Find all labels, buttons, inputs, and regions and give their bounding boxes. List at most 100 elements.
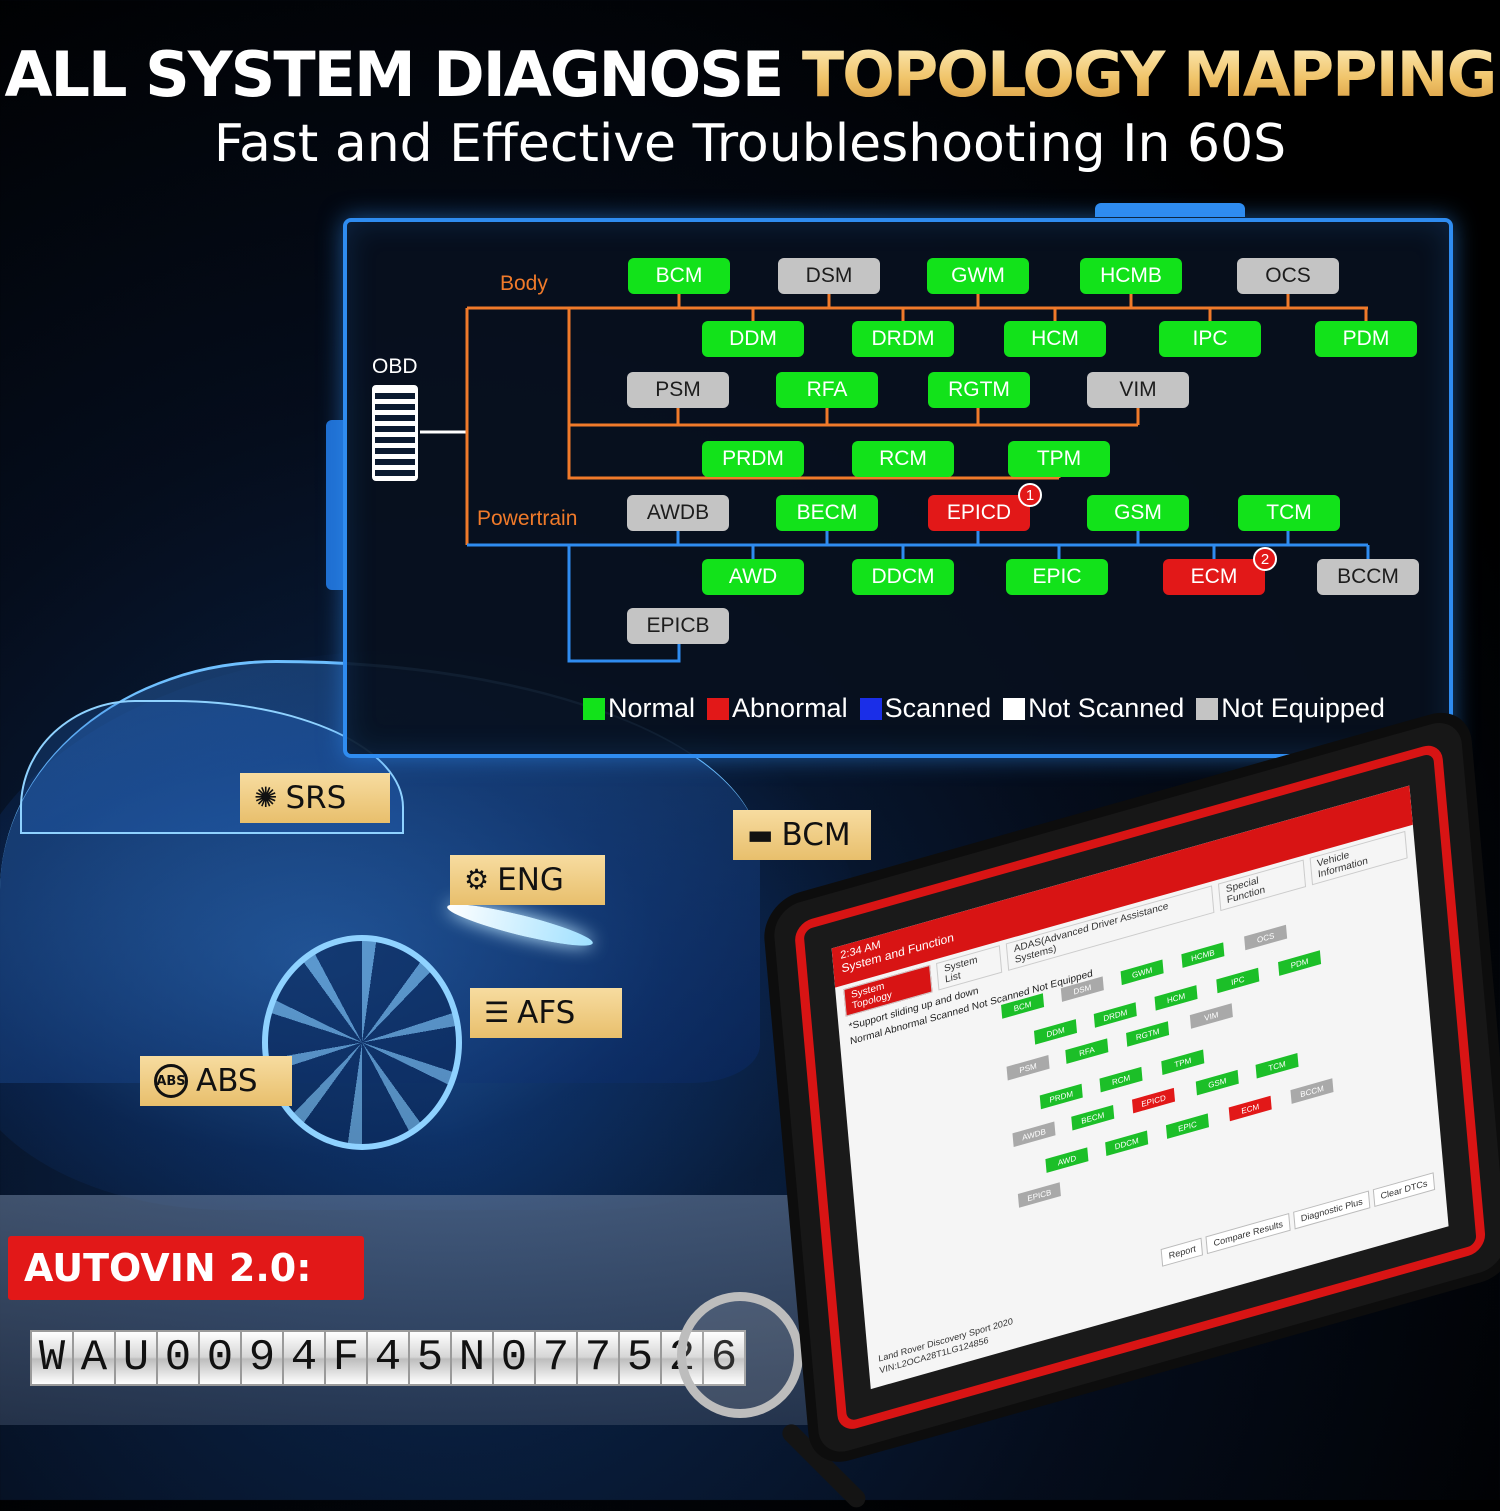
tag-label: ENG <box>497 862 564 898</box>
headlight-icon: ☰ <box>484 996 510 1029</box>
headline-white: ALL SYSTEM DIAGNOSE <box>4 38 785 111</box>
battery-icon: ▬ <box>747 818 774 851</box>
system-tag-eng: ⚙ ENG <box>450 855 605 905</box>
screen-module-node[interactable]: DDM <box>1033 1019 1078 1045</box>
screen-module-node[interactable]: HCM <box>1154 985 1198 1011</box>
legend-label: Normal <box>608 693 696 723</box>
tag-label: AFS <box>517 995 576 1031</box>
screen-button[interactable]: Compare Results <box>1205 1212 1291 1255</box>
group-label-powertrain: Powertrain <box>477 507 578 530</box>
legend-item: Not Equipped <box>1196 693 1385 724</box>
module-node-hcm[interactable]: HCM <box>1004 321 1106 357</box>
screen-module-node[interactable]: EPICB <box>1017 1182 1061 1208</box>
obd-connector-icon <box>372 385 418 481</box>
module-node-ocs[interactable]: OCS <box>1237 258 1339 294</box>
module-node-becm[interactable]: BECM <box>776 495 878 531</box>
screen-module-node[interactable]: BCCM <box>1290 1078 1334 1104</box>
screen-module-node[interactable]: VIM <box>1189 1003 1233 1029</box>
module-node-drdm[interactable]: DRDM <box>852 321 954 357</box>
engine-icon: ⚙ <box>464 863 490 896</box>
module-node-epicb[interactable]: EPICB <box>627 608 729 644</box>
module-node-gsm[interactable]: GSM <box>1087 495 1189 531</box>
module-node-psm[interactable]: PSM <box>627 372 729 408</box>
screen-module-node[interactable]: GSM <box>1195 1069 1239 1096</box>
tag-label: ABS <box>196 1063 258 1099</box>
screen-module-node[interactable]: EPIC <box>1165 1113 1209 1139</box>
headline-gold: TOPOLOGY MAPPING <box>801 38 1498 111</box>
panel-tab <box>1095 203 1245 217</box>
module-node-prdm[interactable]: PRDM <box>702 441 804 477</box>
panel-side-tab <box>326 420 344 590</box>
module-node-epic[interactable]: EPIC <box>1006 559 1108 595</box>
vin-character: 9 <box>242 1332 282 1384</box>
module-node-pdm[interactable]: PDM <box>1315 321 1417 357</box>
system-tag-bcm: ▬ BCM <box>733 810 871 860</box>
screen-module-node[interactable]: RFA <box>1065 1038 1109 1064</box>
screen-button[interactable]: Report <box>1161 1237 1204 1267</box>
vin-character: 4 <box>284 1332 324 1384</box>
airbag-icon: ✺ <box>254 781 278 814</box>
autovin-badge: AUTOVIN 2.0: <box>8 1236 364 1300</box>
screen-module-node[interactable]: DDCM <box>1105 1130 1149 1157</box>
system-tag-abs: ABS ABS <box>140 1056 292 1106</box>
module-node-awd[interactable]: AWD <box>702 559 804 595</box>
vin-character: 7 <box>536 1332 576 1384</box>
module-node-ddm[interactable]: DDM <box>702 321 804 357</box>
legend-swatch <box>707 697 730 720</box>
vin-character: W <box>32 1332 72 1384</box>
screen-module-node[interactable]: TPM <box>1161 1049 1205 1075</box>
screen-module-node[interactable]: ECM <box>1228 1095 1272 1122</box>
vin-character: F <box>326 1332 366 1384</box>
vin-character: 0 <box>158 1332 198 1384</box>
tablet-screen: 2:34 AM System and Function System Topol… <box>831 785 1449 1390</box>
tag-label: BCM <box>781 817 851 853</box>
abs-icon: ABS <box>154 1064 188 1098</box>
module-node-gwm[interactable]: GWM <box>927 258 1029 294</box>
module-node-ecm[interactable]: ECM <box>1163 559 1265 595</box>
screen-module-node[interactable]: DRDM <box>1093 1002 1137 1028</box>
screen-module-node[interactable]: PRDM <box>1039 1083 1083 1110</box>
magnifier-icon <box>677 1292 803 1418</box>
vin-character: 5 <box>620 1332 660 1384</box>
screen-module-node[interactable]: IPC <box>1216 967 1260 994</box>
screen-module-node[interactable]: TCM <box>1255 1053 1299 1079</box>
module-node-tpm[interactable]: TPM <box>1008 441 1110 477</box>
module-node-tcm[interactable]: TCM <box>1238 495 1340 531</box>
vin-character: A <box>74 1332 114 1384</box>
screen-module-node[interactable]: AWD <box>1045 1147 1089 1173</box>
headline: ALL SYSTEM DIAGNOSE TOPOLOGY MAPPING <box>0 38 1500 111</box>
module-node-rgtm[interactable]: RGTM <box>928 372 1030 408</box>
legend-item: Abnormal <box>707 693 848 724</box>
module-node-bccm[interactable]: BCCM <box>1317 559 1419 595</box>
screen-module-node[interactable]: RCM <box>1099 1066 1143 1093</box>
module-node-awdb[interactable]: AWDB <box>627 495 729 531</box>
screen-module-node[interactable]: PDM <box>1278 950 1322 976</box>
legend-label: Abnormal <box>732 693 848 723</box>
module-node-vim[interactable]: VIM <box>1087 372 1189 408</box>
vin-character: 0 <box>494 1332 534 1384</box>
screen-module-node[interactable]: BECM <box>1071 1104 1115 1131</box>
legend-item: Not Scanned <box>1003 693 1184 724</box>
module-node-rcm[interactable]: RCM <box>852 441 954 477</box>
legend-swatch <box>1196 697 1219 720</box>
module-node-dsm[interactable]: DSM <box>778 258 880 294</box>
module-node-bcm[interactable]: BCM <box>628 258 730 294</box>
vin-character: 4 <box>368 1332 408 1384</box>
legend-label: Not Scanned <box>1028 693 1185 723</box>
screen-module-node[interactable]: EPICD <box>1131 1087 1176 1114</box>
module-node-epicd[interactable]: EPICD <box>928 495 1030 531</box>
screen-button[interactable]: Diagnostic Plus <box>1293 1190 1371 1230</box>
screen-module-node[interactable]: AWDB <box>1012 1121 1056 1148</box>
module-node-ddcm[interactable]: DDCM <box>852 559 954 595</box>
screen-button[interactable]: Clear DTCs <box>1372 1172 1436 1207</box>
module-node-hcmb[interactable]: HCMB <box>1080 258 1182 294</box>
module-node-rfa[interactable]: RFA <box>776 372 878 408</box>
screen-module-node[interactable]: PSM <box>1006 1054 1050 1081</box>
group-label-body: Body <box>500 272 548 295</box>
legend-swatch <box>859 697 882 720</box>
module-node-ipc[interactable]: IPC <box>1159 321 1261 357</box>
screen-module-node[interactable]: RGTM <box>1126 1021 1170 1047</box>
car-front-wheel <box>262 935 462 1150</box>
vin-character: N <box>452 1332 492 1384</box>
